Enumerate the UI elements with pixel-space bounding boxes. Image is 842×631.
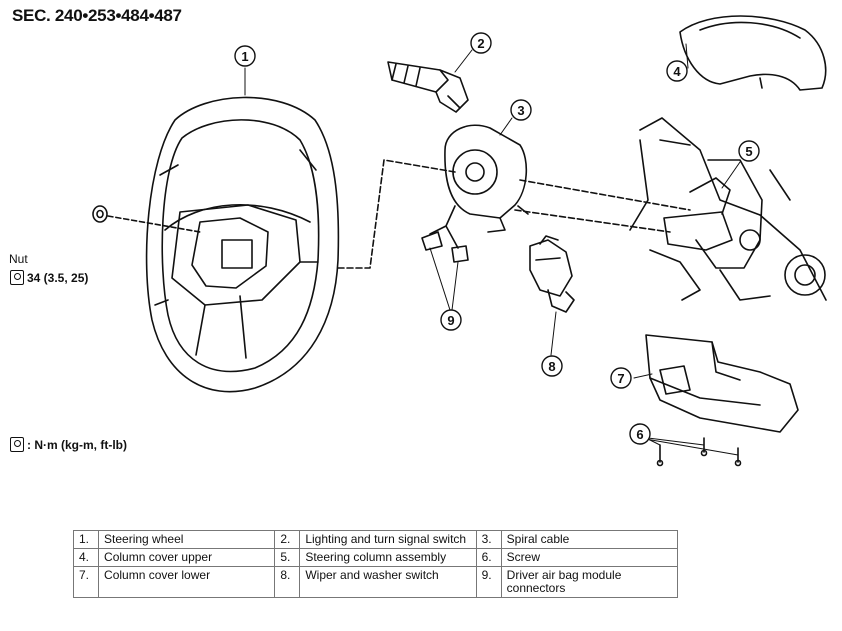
steering-wheel-drawing (145, 96, 340, 393)
table-row: 4. Column cover upper 5. Steering column… (72, 548, 679, 567)
table-row: 1. Steering wheel 2. Lighting and turn s… (72, 530, 679, 549)
part-number: 6. (475, 548, 502, 567)
part-description: Screw (500, 548, 679, 567)
part-number: 5. (274, 548, 301, 567)
callout-leaders (244, 43, 741, 456)
part-description: Lighting and turn signal switch (299, 530, 477, 549)
column-cover-upper-drawing (679, 15, 827, 91)
callout-labels: 1 2 3 4 5 6 7 8 9 (241, 36, 752, 442)
part-description: Driver air bag module connectors (500, 566, 679, 598)
part-description: Column cover upper (98, 548, 276, 567)
part-description: Wiper and washer switch (299, 566, 477, 598)
callout-5: 5 (745, 144, 752, 159)
spiral-cable-drawing (421, 124, 529, 263)
part-number: 2. (274, 530, 301, 549)
callout-6: 6 (636, 427, 643, 442)
exploded-diagram: 1 2 3 4 5 6 7 8 9 (92, 15, 827, 467)
units-legend-text: : N·m (kg-m, ft-lb) (27, 437, 127, 452)
callout-7: 7 (617, 371, 624, 386)
wiper-switch-drawing (529, 235, 575, 313)
callout-4: 4 (673, 64, 681, 79)
part-description: Steering wheel (98, 530, 276, 549)
column-cover-lower-drawing (645, 334, 799, 433)
nut-label: Nut (9, 252, 28, 266)
part-description: Steering column assembly (299, 548, 477, 567)
nut-torque-spec: 34 (3.5, 25) (10, 270, 88, 285)
units-legend: : N·m (kg-m, ft-lb) (10, 437, 127, 452)
lighting-switch-drawing (387, 61, 469, 113)
callout-2: 2 (477, 36, 484, 51)
part-number: 7. (72, 566, 100, 598)
section-code: SEC. 240•253•484•487 (12, 6, 182, 25)
screws-drawing (656, 437, 742, 467)
nut-torque-value: 34 (3.5, 25) (27, 270, 89, 285)
torque-wrench-icon (10, 270, 24, 285)
callout-8: 8 (548, 359, 555, 374)
callout-1: 1 (241, 49, 248, 64)
callout-markers (234, 32, 760, 445)
part-number: 9. (475, 566, 502, 598)
part-number: 3. (475, 530, 502, 549)
callout-3: 3 (517, 103, 524, 118)
torque-wrench-icon (10, 437, 24, 452)
part-number: 4. (72, 548, 100, 567)
steering-column-drawing (629, 117, 827, 301)
part-number: 1. (72, 530, 100, 549)
table-row: 7. Column cover lower 8. Wiper and washe… (72, 566, 679, 598)
callout-9: 9 (447, 313, 454, 328)
part-description: Column cover lower (98, 566, 276, 598)
part-number: 8. (274, 566, 301, 598)
parts-table: 1. Steering wheel 2. Lighting and turn s… (72, 530, 679, 598)
nut-drawing (92, 205, 108, 223)
part-description: Spiral cable (500, 530, 679, 549)
